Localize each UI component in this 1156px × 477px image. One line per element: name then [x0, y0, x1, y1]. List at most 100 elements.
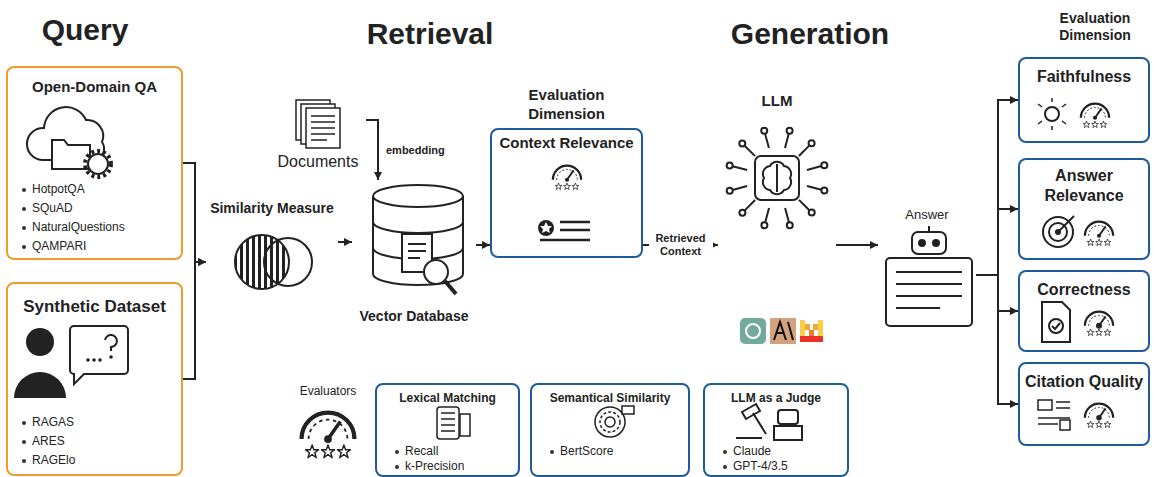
llm-icon-part [799, 145, 810, 156]
process-box: LLM as a JudgeClaudeGPT-4/3.5 [703, 383, 849, 477]
faithfulness-icon-part [1045, 107, 1059, 121]
user-icon-part [109, 355, 113, 359]
similarity-icon-part [235, 235, 289, 289]
list-item: BertScore [532, 444, 688, 459]
judge-icon [736, 404, 802, 440]
list-item: RAGElo [8, 453, 181, 468]
llm-icon-part [727, 162, 733, 168]
llm-icon-part [739, 140, 745, 146]
flow-arrow [338, 241, 352, 243]
list-item: k-Precision [377, 459, 518, 474]
flow-arrow [366, 120, 378, 180]
label-slot: Generation [700, 16, 920, 52]
list-item: GPT-4/3.5 [705, 459, 847, 474]
process-box: Answer Relevance [1018, 158, 1150, 260]
box-label: Open-Domain QA [8, 78, 181, 97]
model-logos-part [800, 336, 823, 342]
list-item: Claude [705, 444, 847, 459]
llm-icon-part [763, 162, 791, 194]
llm-icon-part [787, 128, 793, 134]
icon-node: Similarity Measure [206, 200, 338, 300]
box-label: Answer Relevance [1020, 166, 1148, 206]
llm-icon-part [765, 134, 769, 148]
llm-icon-part [739, 210, 745, 216]
database-icon [373, 185, 463, 294]
flow-arrow [976, 209, 1018, 275]
lexical-icon [437, 407, 470, 439]
box-label: Similarity Measure [206, 200, 338, 218]
user-icon-part [92, 358, 96, 362]
judge-icon-part [774, 426, 802, 440]
judge-icon-part [742, 404, 760, 419]
box-label: Faithfulness [1020, 67, 1148, 87]
database-icon-part [373, 185, 463, 207]
box-label: Semantical Similarity [532, 391, 688, 406]
user-icon-part [105, 335, 117, 351]
list-item: QAMPARI [8, 239, 181, 254]
process-box: Correctness [1018, 270, 1150, 352]
box-label: Citation Quality [1020, 372, 1148, 392]
box-label: Evaluation Dimension [508, 86, 626, 124]
model-logos-part [746, 324, 760, 338]
model-logos-part [805, 324, 810, 330]
answer-icon-part [933, 240, 939, 246]
model-logos-part [813, 324, 818, 330]
box-label: Documents [270, 152, 366, 172]
edge-label-slot: embedding [384, 144, 447, 157]
answer-icon-part [919, 240, 925, 246]
answer-icon-part [912, 232, 946, 254]
context-icon [538, 166, 590, 240]
list-item: RAGAS [8, 415, 181, 430]
flow-arrow [976, 275, 1018, 404]
lexical-icon-part [441, 413, 455, 431]
citation-icon-part [1085, 404, 1113, 428]
semantic-icon-part [595, 407, 625, 437]
cloud-icon-part [85, 151, 111, 177]
documents-icon-part [306, 108, 340, 148]
llm-icon-part [807, 186, 821, 190]
faithfulness-icon-part [1038, 98, 1066, 130]
similarity-icon-part [264, 238, 312, 286]
process-box: Citation Quality [1018, 362, 1150, 446]
documents-icon-part [311, 116, 335, 140]
label-slot: Retrieval [330, 16, 530, 52]
database-icon-part [373, 196, 463, 285]
judge-icon-part [753, 413, 766, 434]
llm-icon-part [821, 162, 827, 168]
correctness-icon-part [1049, 319, 1063, 333]
llm-icon-part [821, 188, 827, 194]
box-label: Context Relevance [492, 134, 641, 153]
relevance-icon-part [1085, 222, 1113, 246]
cloud-icon [27, 107, 111, 177]
context-icon-part [538, 220, 554, 236]
llm-icon-part [809, 140, 815, 146]
process-box: Evaluation DimensionContext Relevance [490, 128, 643, 258]
llm-icon-part [799, 200, 810, 211]
llm-icon-part [761, 128, 767, 134]
caption-label: Evaluators [288, 384, 368, 398]
flow-arrow [183, 262, 206, 379]
llm-icon-part [787, 222, 793, 228]
evaluators-icon-part [302, 413, 355, 458]
flow-arrow [476, 244, 490, 246]
flow-arrow [976, 100, 1018, 275]
faithfulness-icon-part [1081, 104, 1109, 128]
llm-icon-part [744, 146, 755, 157]
similarity-icon [235, 235, 312, 289]
box-label: LLM [718, 92, 836, 111]
citation-icon-part [1060, 420, 1070, 430]
process-box: Synthetic DatasetRAGASARESRAGElo [6, 282, 183, 476]
llm-icon-part [745, 200, 756, 211]
correctness-icon-part [1085, 312, 1113, 336]
cloud-icon-part [88, 154, 108, 174]
box-label: Synthetic Dataset [8, 296, 181, 317]
process-box: Semantical SimilarityBertScore [530, 383, 690, 477]
icon-node: LLM [718, 92, 836, 302]
icon-node: Documents [270, 98, 366, 174]
llm-icon-part [727, 188, 733, 194]
edge-label: embedding [384, 144, 447, 157]
llm-icon-part [807, 166, 821, 170]
lexical-icon-part [437, 407, 459, 439]
context-icon-part [553, 166, 581, 190]
edge-label: Retrieved Context [649, 232, 713, 257]
